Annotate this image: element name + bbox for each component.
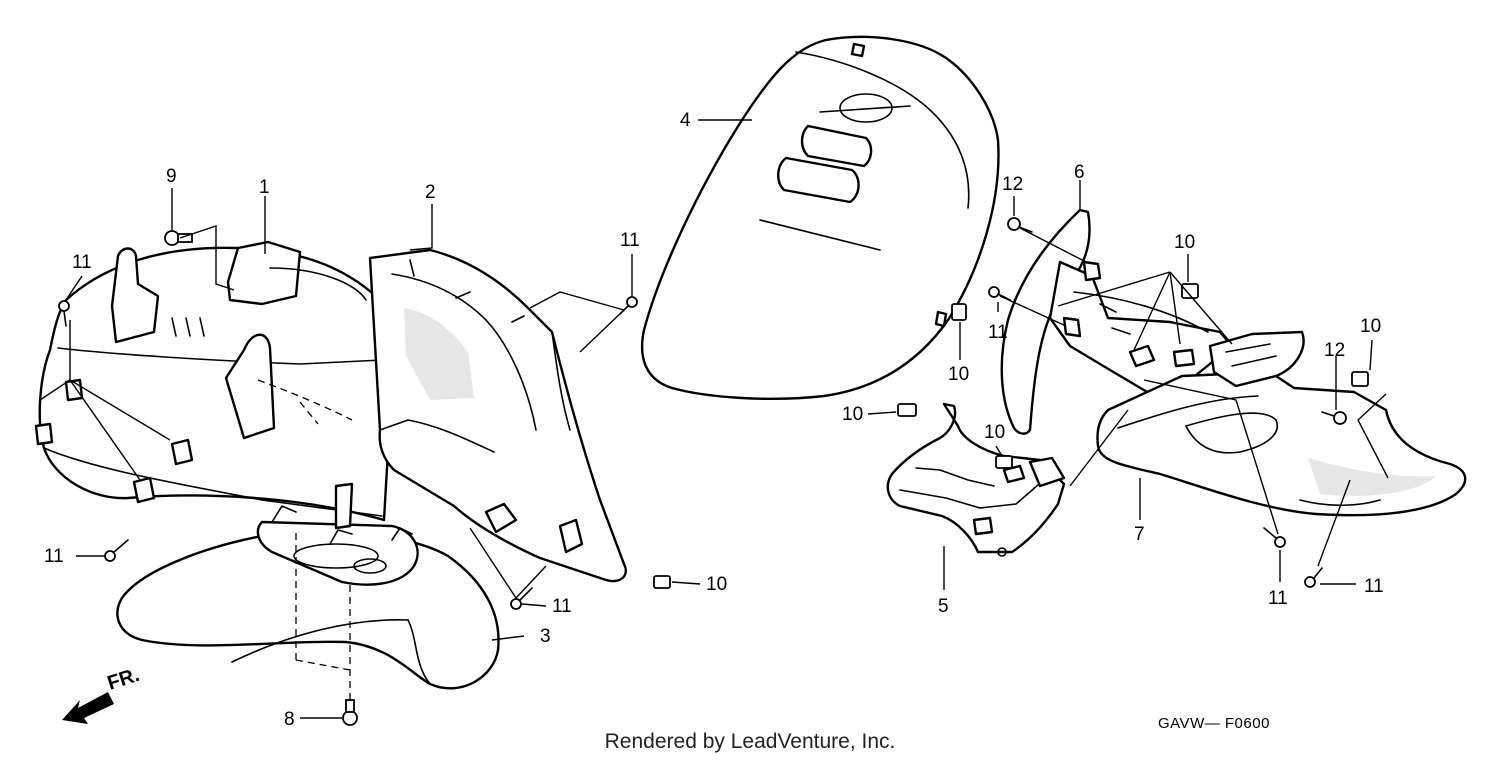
callout-7: 7: [1134, 524, 1145, 545]
direction-label: FR.: [105, 664, 142, 695]
screw-icon: [988, 286, 1011, 301]
callout-12: 12: [1002, 174, 1023, 195]
callout-10: 10: [1174, 232, 1195, 253]
part-7-lower-side-cover[interactable]: [1096, 330, 1467, 517]
clip-icon: [653, 575, 671, 589]
callout-5: 5: [938, 596, 949, 617]
clip-icon: [1351, 371, 1369, 387]
diagram-code: GAVW— F0600: [1158, 715, 1270, 732]
screw-icon: [510, 587, 533, 610]
leader-lines: [39, 119, 1389, 719]
callout-12: 12: [1324, 340, 1345, 361]
part-5-lower-cover[interactable]: [886, 402, 1066, 557]
callout-11: 11: [72, 252, 92, 273]
callout-10: 10: [842, 404, 863, 425]
callout-1: 1: [259, 177, 270, 198]
callout-11: 11: [1268, 588, 1288, 609]
callout-10: 10: [948, 364, 969, 385]
callout-10: 10: [984, 422, 1005, 443]
screw-icon: [1007, 217, 1033, 233]
callout-11: 11: [44, 546, 64, 567]
bolt-icon: [342, 699, 358, 726]
callout-4: 4: [680, 110, 691, 131]
callout-9: 9: [166, 166, 177, 187]
screw-icon: [1321, 411, 1347, 425]
bolt-icon: [164, 230, 193, 246]
callout-11: 11: [620, 230, 640, 251]
callout-11: 11: [1364, 576, 1384, 597]
callout-2: 2: [425, 182, 436, 203]
clip-icon: [897, 403, 917, 417]
callout-8: 8: [284, 709, 295, 730]
callout-11: 11: [552, 596, 572, 617]
part-2-front-inner-panel[interactable]: [368, 248, 627, 583]
screw-icon: [1263, 527, 1286, 548]
screw-icon: [1304, 567, 1323, 588]
clip-icon: [995, 455, 1013, 469]
callouts: 1 2 3 4 5 6 7 8 9 10 10 10 10 10 10 11 1…: [44, 110, 1384, 730]
screw-icon: [104, 539, 129, 562]
clip-icon: [1181, 283, 1199, 299]
render-credit: Rendered by LeadVenture, Inc.: [604, 730, 896, 753]
hardware: [58, 217, 1369, 726]
clip-icon: [951, 303, 967, 321]
part-1-inner-front-cover[interactable]: [34, 240, 398, 530]
screw-icon: [58, 300, 70, 327]
part-4-front-cover[interactable]: [640, 35, 1000, 401]
callout-6: 6: [1074, 162, 1085, 183]
direction-arrow: FR.: [62, 664, 142, 724]
callout-10: 10: [706, 574, 727, 595]
callout-11: 11: [988, 322, 1008, 343]
callout-3: 3: [540, 626, 551, 647]
part-6-inner-cover-right[interactable]: [1000, 208, 1234, 435]
callout-10: 10: [1360, 316, 1381, 337]
part-3-front-fender[interactable]: [116, 505, 500, 690]
